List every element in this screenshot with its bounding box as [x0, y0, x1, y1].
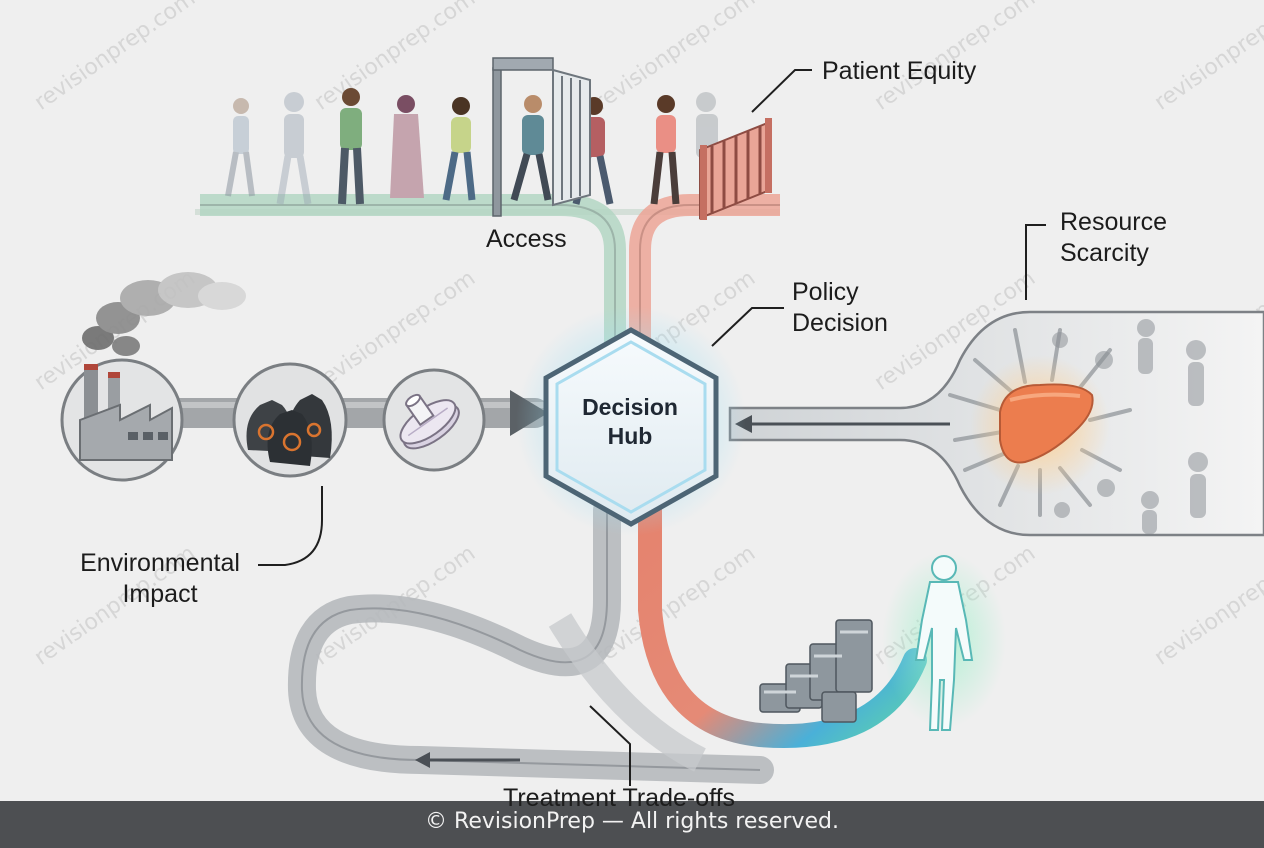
leader-patient-equity: [751, 69, 812, 113]
label-resource-scarcity: Resource Scarcity: [1060, 207, 1167, 269]
hub-line-2: Hub: [607, 423, 653, 449]
label-policy-decision: Policy Decision: [792, 277, 888, 339]
tradeoff-loop-path: [287, 496, 774, 784]
label-resource-line-2: Scarcity: [1060, 239, 1149, 267]
leader-treatment-tradeoffs: [589, 705, 631, 786]
label-policy-line-2: Decision: [792, 309, 888, 337]
medical-filter-icon: [399, 393, 460, 450]
copyright-footer: [0, 801, 1264, 848]
decision-hub-label: Decision Hub: [556, 393, 704, 451]
label-environmental-impact: Environmental Impact: [70, 548, 250, 610]
liver-organ-icon: [999, 383, 1094, 464]
leader-resource-scarcity: [1025, 224, 1046, 300]
decision-hub-hexagon: [543, 327, 719, 527]
label-resource-line-1: Resource: [1060, 208, 1167, 236]
people-queue: [225, 88, 718, 205]
person-figure: [442, 97, 476, 201]
leader-policy-decision: [711, 307, 784, 347]
label-patient-equity-text: Patient Equity: [822, 57, 977, 85]
person-figure: [225, 98, 255, 197]
label-environmental-line-1: Environmental: [80, 549, 240, 577]
tradeoff-cross-path: [548, 613, 706, 772]
factory-icon: [79, 364, 173, 461]
hub-line-1: Decision: [582, 394, 678, 420]
person-figure: [510, 95, 552, 201]
open-gate-icon: [492, 57, 591, 217]
label-patient-equity: Patient Equity: [822, 56, 976, 87]
smoke-icon: [82, 272, 246, 356]
human-body-icon: [914, 555, 974, 731]
outcome-path: [638, 498, 927, 748]
closed-gate-icon: [699, 118, 772, 220]
label-environmental-line-2: Impact: [122, 580, 198, 608]
label-access: Access: [486, 224, 567, 255]
money-stacks-icon: [759, 619, 873, 723]
biohazard-waste-icon: [246, 394, 332, 466]
person-figure: [338, 88, 364, 205]
leader-environmental-impact: [258, 486, 323, 566]
label-access-text: Access: [486, 225, 567, 253]
copyright-text: © RevisionPrep — All rights reserved.: [425, 809, 839, 834]
crowd-silhouettes: [1052, 319, 1208, 534]
person-figure: [650, 95, 680, 205]
person-figure: [390, 95, 424, 198]
label-treatment-tradeoffs: Treatment Trade-offs: [503, 784, 736, 812]
label-policy-line-1: Policy: [792, 278, 859, 306]
person-figure: [276, 92, 312, 205]
